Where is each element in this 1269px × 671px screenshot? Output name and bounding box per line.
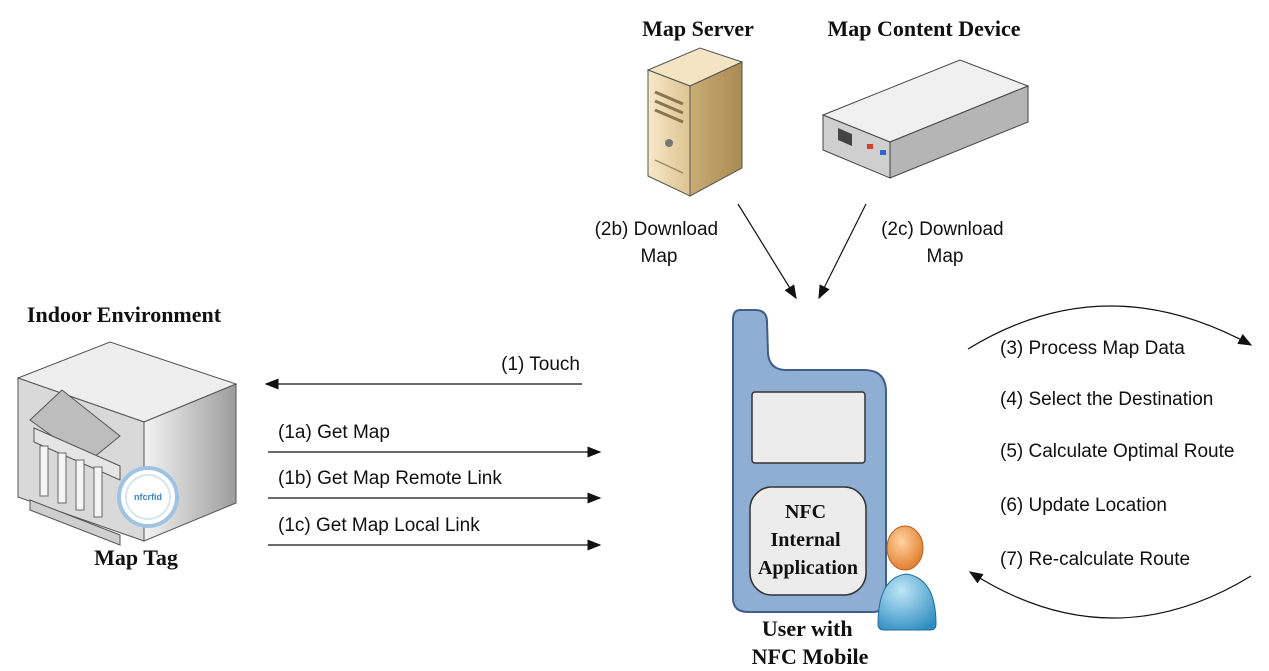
phone-screen xyxy=(751,391,866,464)
map-tag-icon: nfcrfid xyxy=(117,466,179,528)
touch-label: (1) Touch xyxy=(501,354,580,375)
nfc-app-label: NFC Internal Application xyxy=(758,501,858,579)
get-local-link-label: (1c) Get Map Local Link xyxy=(278,515,480,536)
step-5-label: (5) Calculate Optimal Route xyxy=(1000,441,1234,462)
map-server-label: Map Server xyxy=(642,16,754,41)
download-2b-label: (2b) Download Map xyxy=(595,219,724,267)
get-map-label: (1a) Get Map xyxy=(278,422,390,443)
step-6-label: (6) Update Location xyxy=(1000,495,1167,516)
indoor-environment-label: Indoor Environment xyxy=(27,302,222,327)
download-2c-arrow xyxy=(818,203,867,300)
nfc-app-panel xyxy=(749,486,867,596)
step-4-label: (4) Select the Destination xyxy=(1000,389,1213,410)
process-top-curve-arrow xyxy=(967,305,1253,350)
building-icon xyxy=(16,341,238,546)
tag-badge-text: nfcrfid xyxy=(134,492,162,502)
download-2c-label: (2c) Download Map xyxy=(881,219,1009,267)
download-2b-arrow xyxy=(737,203,797,300)
user-caption: User with NFC Mobile xyxy=(752,616,869,669)
map-tag-label: Map Tag xyxy=(94,545,178,570)
map-content-device-label: Map Content Device xyxy=(827,16,1020,41)
step-3-label: (3) Process Map Data xyxy=(1000,338,1185,359)
get-remote-link-label: (1b) Get Map Remote Link xyxy=(278,468,502,489)
user-icon xyxy=(877,525,937,631)
nfc-phone-icon: NFC Internal Application xyxy=(732,309,887,613)
map-server-icon xyxy=(646,47,744,197)
process-bottom-curve-arrow xyxy=(968,571,1252,619)
map-content-device-icon xyxy=(821,59,1030,179)
step-7-label: (7) Re-calculate Route xyxy=(1000,549,1190,570)
